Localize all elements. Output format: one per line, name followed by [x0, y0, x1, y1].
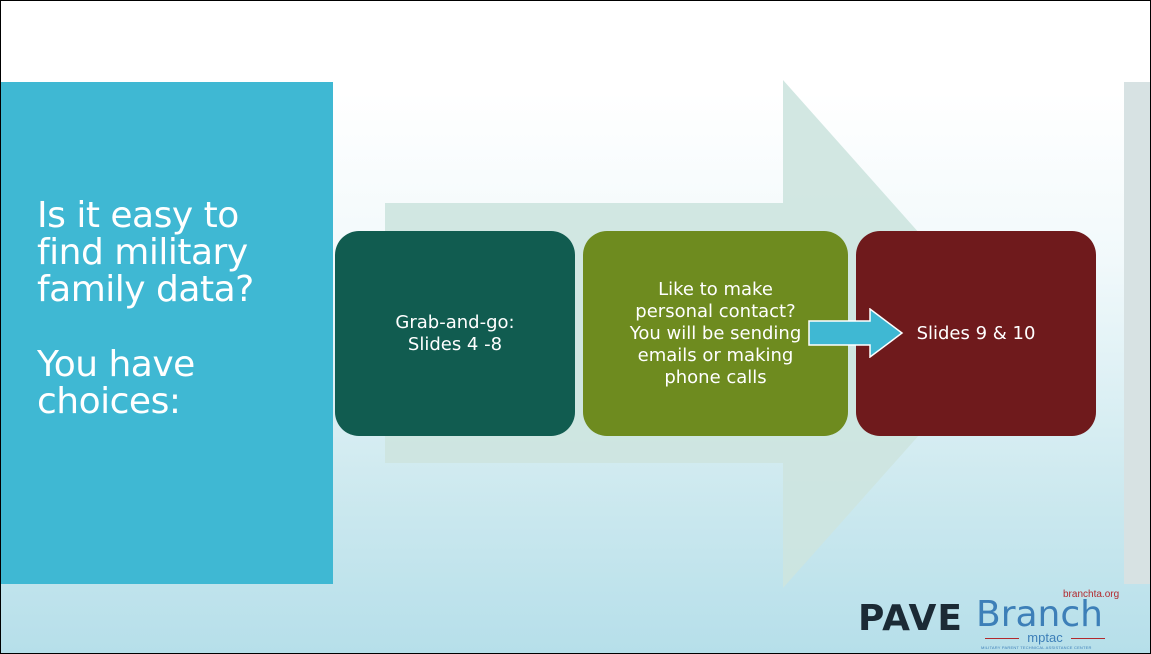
logo-branch-text: Branch	[976, 594, 1103, 635]
choice-box-3-text: Slides 9 & 10	[916, 322, 1036, 344]
answer-line-1: You have	[37, 344, 195, 385]
choice-box-grab-and-go[interactable]: Grab-and-go: Slides 4 -8	[335, 231, 575, 436]
left-panel-text: Is it easy to find military family data?…	[37, 197, 317, 420]
logo-pave-text: PAVE	[858, 598, 963, 639]
choice-box-2-text: Like to make personal contact? You will …	[629, 278, 802, 388]
answer-line-2: choices:	[37, 381, 181, 422]
question-line-1: Is it easy to	[37, 195, 239, 236]
right-edge-panel	[1124, 82, 1150, 584]
left-panel	[1, 82, 333, 584]
spacer	[37, 308, 317, 346]
logo-subtitle-text: MILITARY PARENT TECHNICAL ASSISTANCE CEN…	[981, 645, 1092, 650]
logo-mptac-text: mptac	[981, 631, 1109, 644]
question-line-2: find military	[37, 232, 248, 273]
right-arrow-icon	[808, 308, 904, 358]
choice-box-1-text: Grab-and-go: Slides 4 -8	[395, 311, 515, 355]
choice-box-personal-contact[interactable]: Like to make personal contact? You will …	[583, 231, 848, 436]
question-line-3: family data?	[37, 269, 254, 310]
logo-url-text: branchta.org	[1063, 589, 1120, 600]
pave-branch-logo: PAVE branchta.org Branch mptac MILITARY …	[858, 589, 1128, 651]
